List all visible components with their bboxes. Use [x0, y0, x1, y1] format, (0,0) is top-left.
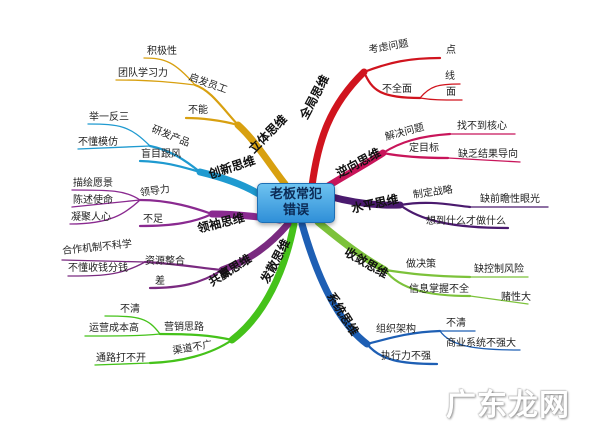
- sub-branch-line: [398, 203, 510, 230]
- leaf-line: [104, 315, 161, 335]
- sub-node[interactable]: 想到什么才做什么: [426, 216, 506, 227]
- leaf-node[interactable]: 缺控制风险: [474, 264, 524, 275]
- sub-node[interactable]: 不足: [143, 214, 163, 225]
- sub-branch-line: [398, 201, 472, 209]
- leaf-line: [77, 145, 151, 150]
- branch-trunk: [308, 68, 368, 190]
- leaf-node[interactable]: 缺乏结果导向: [458, 149, 518, 160]
- leaf-line: [143, 57, 196, 86]
- branch-trunk: [218, 220, 292, 274]
- leaf-node[interactable]: 不清: [120, 304, 140, 315]
- leaf-line: [87, 123, 151, 147]
- leaf-node[interactable]: 不清: [446, 318, 466, 329]
- leaf-node[interactable]: 描绘愿景: [73, 178, 113, 189]
- branch-trunk: [234, 121, 289, 188]
- sub-node[interactable]: 营销思路: [164, 322, 204, 333]
- sub-branch-line: [138, 198, 214, 216]
- leaf-node[interactable]: 通路打不开: [96, 353, 146, 364]
- sub-branch-line: [383, 268, 472, 279]
- sub-branch-line: [148, 268, 224, 290]
- leaf-line: [419, 97, 463, 101]
- central-topic[interactable]: 老板常犯错误: [257, 183, 335, 223]
- sub-branch-line: [362, 56, 442, 74]
- sub-branch-line: [381, 151, 450, 160]
- leaf-line: [94, 362, 151, 366]
- sub-branch-line: [365, 342, 439, 366]
- sub-branch-line: [138, 212, 214, 228]
- leaf-node[interactable]: 运营成本高: [89, 323, 139, 334]
- branch-trunk: [298, 220, 371, 348]
- sub-node[interactable]: 执行力不强: [381, 351, 431, 362]
- sub-branch-line: [383, 268, 472, 298]
- sub-node[interactable]: 信息掌握不全: [409, 284, 469, 295]
- central-topic-label: 老板常犯错误: [269, 187, 322, 218]
- leaf-line: [84, 333, 161, 337]
- leaf-node[interactable]: 不懂收钱分钱: [68, 263, 128, 274]
- leaf-line: [71, 199, 141, 208]
- sub-branch-line: [158, 332, 234, 342]
- leaf-node[interactable]: 凝聚人心: [71, 212, 111, 223]
- sub-node[interactable]: 定目标: [409, 143, 439, 154]
- sub-branch-line: [148, 144, 202, 174]
- sub-node[interactable]: 不能: [188, 105, 208, 116]
- sub-node[interactable]: 盲目跟风: [141, 149, 181, 160]
- leaf-line: [419, 83, 461, 99]
- sub-node[interactable]: 差: [155, 276, 165, 287]
- leaf-node[interactable]: 积极性: [147, 46, 177, 57]
- sub-branch-line: [143, 260, 224, 272]
- sub-branch-line: [184, 116, 240, 127]
- leaf-node[interactable]: 找不到核心: [457, 121, 507, 132]
- sub-node[interactable]: 资源整合: [145, 256, 185, 267]
- leaf-line: [447, 157, 521, 163]
- leaf-line: [61, 259, 146, 263]
- branch-trunk: [314, 218, 389, 274]
- leaf-node[interactable]: 举一反三: [89, 112, 129, 123]
- branch-trunk: [228, 220, 298, 344]
- sub-branch-line: [365, 329, 442, 346]
- leaf-line: [439, 330, 521, 351]
- sub-node[interactable]: 组织架构: [376, 324, 416, 335]
- leaf-node[interactable]: 商业系统不强大: [446, 338, 516, 349]
- leaf-node[interactable]: 团队学习力: [118, 68, 168, 79]
- sub-branch-line: [193, 83, 240, 127]
- leaf-line: [69, 199, 141, 225]
- leaf-node[interactable]: 面: [446, 87, 456, 98]
- leaf-line: [469, 295, 529, 305]
- sub-node[interactable]: 不全面: [382, 84, 412, 95]
- leaf-node[interactable]: 缺前瞻性眼光: [480, 194, 540, 205]
- sub-branch-line: [138, 159, 202, 174]
- leaf-node[interactable]: 陈述使命: [73, 195, 113, 206]
- leaf-node[interactable]: 线: [445, 71, 455, 82]
- site-watermark: 广东龙网: [446, 388, 570, 423]
- sub-branch-line: [381, 132, 452, 155]
- leaf-line: [67, 261, 146, 277]
- sub-branch-line: [148, 338, 234, 365]
- leaf-line: [115, 79, 196, 86]
- leaf-node[interactable]: 赌性大: [501, 292, 531, 303]
- leaf-line: [71, 189, 141, 201]
- leaf-node[interactable]: 点: [446, 45, 456, 56]
- sub-branch-line: [362, 70, 422, 100]
- sub-node[interactable]: 做决策: [406, 259, 436, 270]
- leaf-node[interactable]: 不懂模仿: [78, 137, 118, 148]
